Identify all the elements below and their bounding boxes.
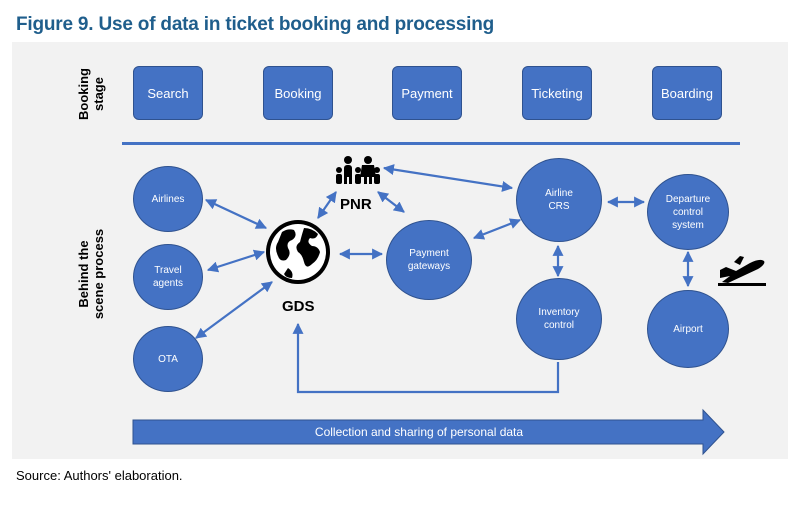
edge-payment-crs <box>472 218 522 240</box>
stage-booking: Booking <box>263 66 333 120</box>
node-inventory-control: Inventory control <box>516 278 602 360</box>
edge-pnr-crs <box>382 164 514 192</box>
node-airport: Airport <box>647 290 729 368</box>
stage-boarding: Boarding <box>652 66 722 120</box>
node-travel-agents: Travel agents <box>133 244 203 310</box>
node-airlines: Airlines <box>133 166 203 232</box>
stage-payment: Payment <box>392 66 462 120</box>
figure-title: Figure 9. Use of data in ticket booking … <box>16 14 495 35</box>
family-icon <box>336 156 380 184</box>
edge-inventory-gds <box>292 322 560 394</box>
node-payment-gateways: Payment gateways <box>386 220 472 300</box>
edge-travelagents-gds <box>206 249 266 273</box>
pnr-label: PNR <box>340 196 372 213</box>
globe-icon <box>266 220 330 284</box>
flow-arrow-label: Collection and sharing of personal data <box>314 425 524 439</box>
stage-search: Search <box>133 66 203 120</box>
departure-control-label: Departure control system <box>665 193 711 231</box>
airplane-takeoff-icon <box>718 256 766 286</box>
stage-ticketing: Ticketing <box>522 66 592 120</box>
source-note: Source: Authors' elaboration. <box>16 468 183 483</box>
node-departure-control: Departure control system <box>647 174 729 250</box>
inventory-control-label: Inventory control <box>538 307 580 331</box>
edge-gds-pnr <box>317 191 337 219</box>
stage-divider <box>122 142 740 145</box>
travel-agents-label: Travel agents <box>152 265 184 289</box>
edge-airlines-gds <box>205 199 267 229</box>
edge-ota-gds <box>195 281 273 339</box>
node-airline-crs: Airline CRS <box>516 158 602 242</box>
gds-label: GDS <box>282 298 315 315</box>
flow-arrow-shape <box>132 408 725 456</box>
node-ota: OTA <box>133 326 203 392</box>
airline-crs-label: Airline CRS <box>545 188 573 212</box>
edge-pnr-payment <box>377 191 405 213</box>
payment-gateways-label: Payment gateways <box>407 248 451 272</box>
